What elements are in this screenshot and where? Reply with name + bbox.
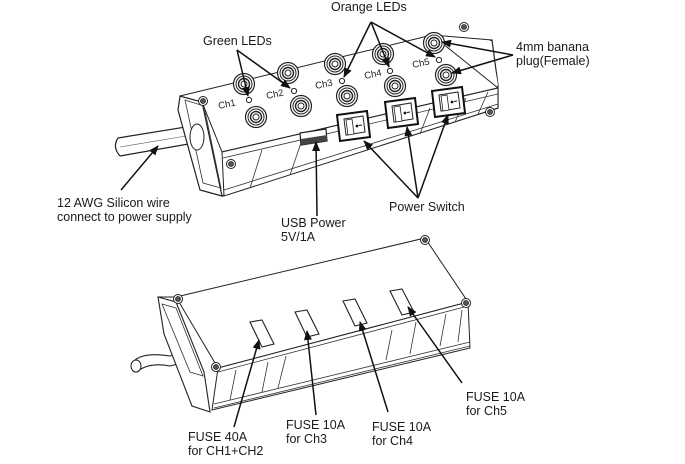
screw-icon (211, 362, 221, 372)
fuse-ch1-ch2-label-line2: for CH1+CH2 (188, 444, 264, 458)
channel-label-ch5: Ch5 (411, 57, 430, 71)
channel-label-ch2: Ch2 (265, 88, 284, 102)
banana-plug-label-line2: plug(Female) (516, 54, 590, 68)
usb-port-icon (299, 128, 328, 146)
channel-label-ch4: Ch4 (363, 68, 382, 82)
banana-jack-icon (289, 94, 313, 118)
leds (245, 56, 443, 104)
channel-labels: Ch1 Ch2 Ch3 Ch4 Ch5 (217, 57, 430, 112)
power-switch-label: Power Switch (389, 200, 465, 214)
power-switch-ch4-icon (384, 97, 419, 129)
channel-label-ch3: Ch3 (314, 78, 333, 92)
fuse-ch5-label-line2: for Ch5 (466, 404, 507, 418)
fuse-slots (249, 288, 415, 348)
led-ch1-icon (245, 96, 253, 104)
power-cable-top (114, 124, 201, 157)
screw-icon (485, 107, 495, 117)
screw-icon (459, 22, 469, 32)
banana-jack-icon (422, 31, 446, 55)
callout-arrows-top (120, 21, 514, 217)
fuse-slot-ch1-ch2-icon (249, 319, 275, 348)
green-leds-label: Green LEDs (203, 34, 272, 48)
channel-label-ch1: Ch1 (217, 98, 236, 112)
led-ch3-icon (338, 77, 346, 85)
banana-jack-icon (276, 61, 300, 85)
wire-label-line1: 12 AWG Silicon wire (57, 196, 170, 210)
screw-icon (461, 298, 471, 308)
power-switch-ch3-icon (336, 110, 371, 142)
led-ch4-icon (386, 67, 394, 75)
fuse-slot-ch3-icon (294, 309, 320, 338)
bottom-unit (130, 235, 471, 428)
screw-icon (198, 96, 208, 106)
screw-icon (420, 235, 430, 245)
led-ch5-icon (435, 56, 443, 64)
fuse-ch3-label-line1: FUSE 10A (286, 418, 346, 432)
usb-power-label-line1: USB Power (281, 216, 346, 230)
screw-icon (226, 159, 236, 169)
led-ch2-icon (290, 87, 298, 95)
usb-power-label-line2: 5V/1A (281, 230, 316, 244)
fuse-ch3-label-line2: for Ch3 (286, 432, 327, 446)
callout-arrows-bottom (233, 306, 463, 428)
orange-leds-label: Orange LEDs (331, 0, 407, 14)
fuse-ch1-ch2-label-line1: FUSE 40A (188, 430, 248, 444)
banana-jack-icon (335, 84, 359, 108)
fuse-ch5-label-line1: FUSE 10A (466, 390, 526, 404)
top-unit: Ch1 Ch2 Ch3 Ch4 Ch5 (114, 21, 514, 217)
banana-jack-icon (323, 52, 347, 76)
fuse-ch4-label-line1: FUSE 10A (372, 420, 432, 434)
wire-label-line2: connect to power supply (57, 210, 192, 224)
fuse-slot-ch4-icon (342, 298, 368, 327)
banana-plug-label-line1: 4mm banana (516, 40, 589, 54)
banana-jack-icon (244, 105, 268, 129)
fuse-ch4-label-line2: for Ch4 (372, 434, 413, 448)
power-switch-ch5-icon (431, 86, 466, 118)
banana-jack-icon (383, 74, 407, 98)
banana-jack-icon (434, 63, 458, 87)
screw-icon (173, 294, 183, 304)
